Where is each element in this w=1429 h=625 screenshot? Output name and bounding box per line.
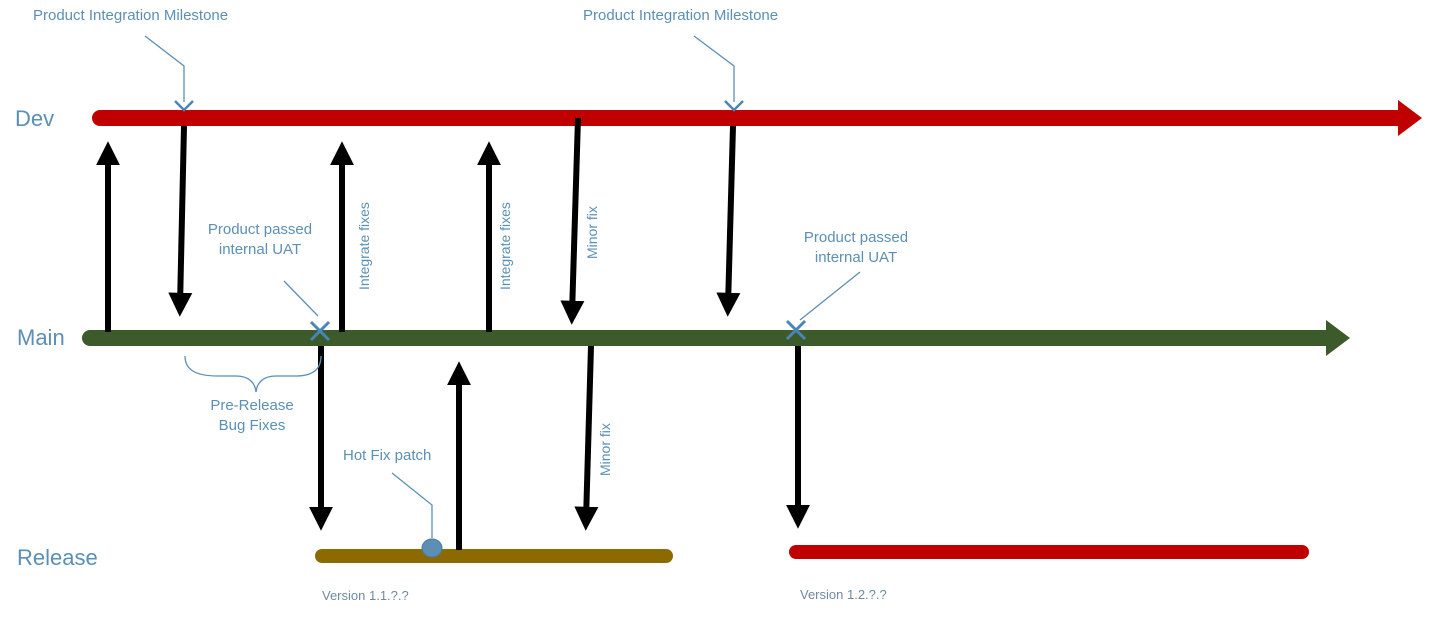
uat-1-note: Product passed internal UAT <box>200 220 320 260</box>
arrow-main-to-release-minor-fix <box>574 345 599 531</box>
arrow-dev-to-main-minor-fix <box>560 117 585 325</box>
hotfix-marker <box>421 538 443 558</box>
hotfix-connector <box>391 472 433 538</box>
minor-fix-2-label: Minor fix <box>597 423 613 476</box>
milestone-2-marker <box>724 100 744 112</box>
main-branch-arrowhead <box>1326 320 1350 356</box>
uat-1-connector <box>283 280 319 317</box>
prerelease-note-line1: Pre-Release <box>210 397 294 414</box>
arrow-dev-to-main-2 <box>716 125 741 317</box>
lane-label-dev: Dev <box>15 106 55 131</box>
uat-1-note-line1: Product passed <box>207 221 313 238</box>
arrow-dev-to-main-1 <box>168 125 193 317</box>
lane-label-release: Release <box>17 545 98 570</box>
milestone-2-connector <box>693 35 735 102</box>
minor-fix-1-label: Minor fix <box>584 206 600 259</box>
uat-2-note: Product passed internal UAT <box>796 228 916 268</box>
integrate-fixes-1-label: Integrate fixes <box>356 202 372 290</box>
prerelease-brace <box>184 355 322 393</box>
uat-2-note-line1: Product passed <box>803 229 909 246</box>
uat-2-connector <box>799 271 861 321</box>
uat-2-marker <box>785 319 807 341</box>
milestone-1-marker <box>174 100 194 112</box>
version-1-label: Version 1.1.?.? <box>322 588 409 603</box>
uat-2-note-line2: internal UAT <box>814 249 898 266</box>
dev-branch-arrowhead <box>1398 100 1422 136</box>
milestone-1-connector <box>144 35 185 102</box>
lane-label-main: Main <box>17 325 65 350</box>
prerelease-note: Pre-Release Bug Fixes <box>196 396 308 436</box>
version-2-label: Version 1.2.?.? <box>800 587 887 602</box>
milestone-2-note: Product Integration Milestone <box>583 7 779 24</box>
prerelease-note-line2: Bug Fixes <box>218 417 286 434</box>
uat-1-marker <box>309 320 331 342</box>
integrate-fixes-2-label: Integrate fixes <box>497 202 513 290</box>
hotfix-note: Hot Fix patch <box>343 447 432 464</box>
uat-1-note-line2: internal UAT <box>218 241 302 258</box>
milestone-1-note: Product Integration Milestone <box>33 7 229 24</box>
